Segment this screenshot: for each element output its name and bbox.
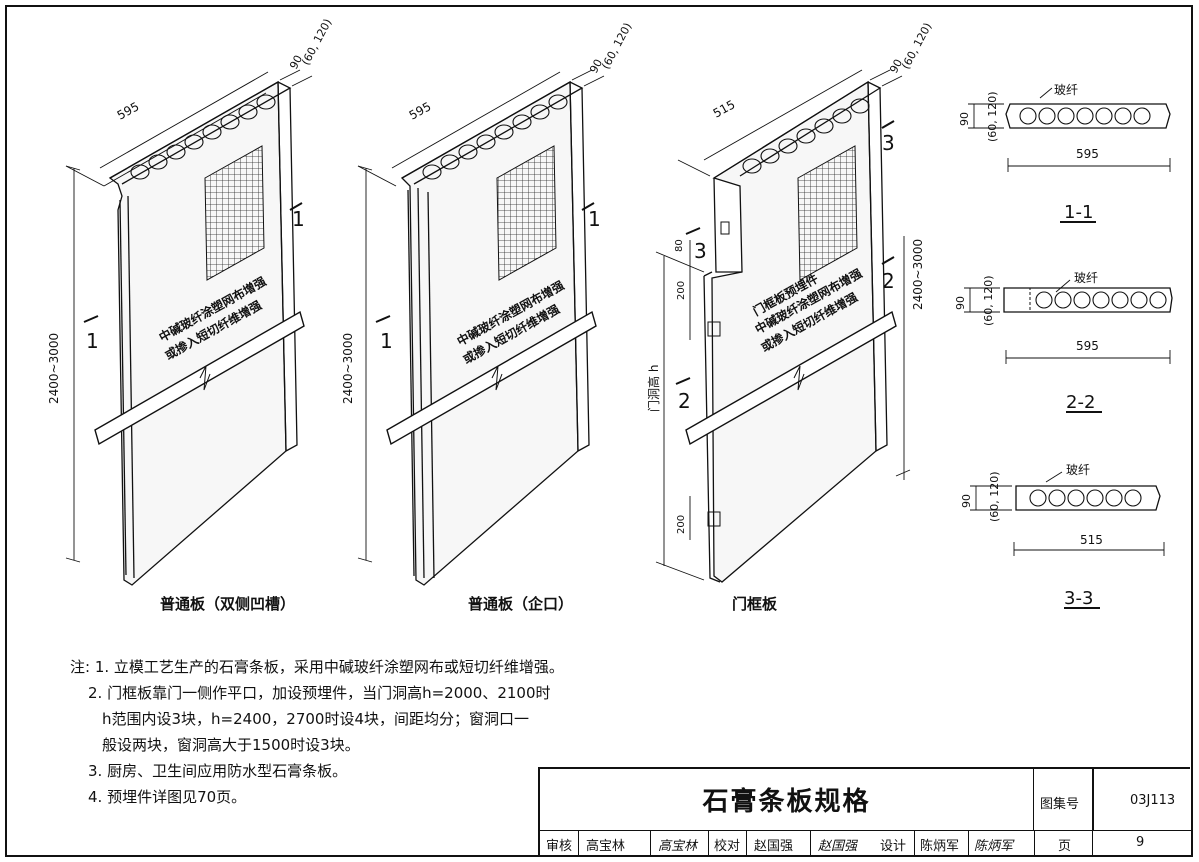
design-name: 陈炳军 [920,839,960,854]
section-2-width-dim: 595 [1076,339,1099,353]
review-name: 高宝林 [586,839,626,854]
panel-1-thickness-dim: 90 [287,53,305,71]
drawing-title: 石膏条板规格 [540,769,1034,831]
panel-3-thickness-alt-dim: (60, 120) [899,21,934,72]
section-3-label: 3-3 [1064,588,1093,609]
note-3: 3. 厨房、卫生间应用防水型石膏条板。 [88,762,348,780]
section-2-thickness-alt: (60, 120) [982,275,995,326]
check-label: 校对 [714,839,741,854]
panel-2-thickness-alt-dim: (60, 120) [599,21,634,72]
note-1: 注: 1. 立模工艺生产的石膏条板，采用中碱玻纤涂塑网布或短切纤维增强。 [70,658,564,676]
check-name: 赵国强 [754,839,794,854]
notes-block: 注: 1. 立模工艺生产的石膏条板，采用中碱玻纤涂塑网布或短切纤维增强。 2. … [70,654,564,810]
panel-1-width-dim: 595 [115,99,142,122]
section-1-drawing [968,87,1171,223]
panel-3-caption: 门框板 [732,595,778,613]
section-3-fiber-label: 玻纤 [1066,463,1090,477]
panel-3-height-dim: 2400~3000 [911,239,925,310]
design-signature: 陈炳军 [974,839,1014,854]
design-label: 设计 [880,839,907,854]
section-2-fiber-label: 玻纤 [1074,271,1098,285]
note-4: 4. 预埋件详图见70页。 [88,788,247,806]
panel-3-section-mark-left-top: 3 [694,239,707,263]
section-1-thickness-alt: (60, 120) [986,91,999,142]
panel-3-section-mark-mid: 2 [882,269,895,293]
panel-3-section-mark-left-mid: 2 [678,389,691,413]
panel-3-drawing [655,69,911,583]
note-2-line-3: 般设两块，窗洞高大于1500时设3块。 [102,736,360,754]
section-1-label: 1-1 [1064,202,1093,223]
page-label: 页 [1058,839,1072,854]
section-3-drawing [970,471,1165,609]
section-3-thickness-dim: 90 [960,494,973,508]
panel-3-door-height: 门洞高 h [646,365,661,412]
panel-3-thickness-dim: 90 [887,57,905,75]
panel-1-thickness-alt-dim: (60, 120) [299,17,334,68]
page-number: 9 [1136,835,1145,850]
atlas-number-cell: 图集号 03J113 [1034,769,1192,831]
panel-3-dim-200-top: 200 [676,281,687,300]
note-2-line-2: h范围内设3块，h=2400，2700时设4块，间距均分；窗洞口一 [102,710,530,728]
panel-3-dim-80: 80 [674,239,685,252]
atlas-label: 图集号 [1040,797,1080,812]
section-2-thickness-dim: 90 [954,296,967,310]
panel-2-drawing [357,69,605,586]
panel-2-section-mark: 1 [588,207,601,231]
sheet-border [5,5,1193,857]
panel-2-caption: 普通板（企口） [468,595,573,613]
panel-2-thickness-dim: 90 [587,57,605,75]
review-signature: 高宝林 [658,839,698,854]
section-2-label: 2-2 [1066,392,1095,413]
panel-1-caption: 普通板（双侧凹槽） [160,595,295,613]
panel-3-section-mark-top: 3 [882,131,895,155]
signature-row: 审核 高宝林 高宝林 校对 赵国强 赵国强 设计 陈炳军 陈炳军 页 9 [540,831,1192,855]
panel-1-height-dim: 2400~3000 [47,333,61,404]
check-signature: 赵国强 [818,839,858,854]
title-block: 石膏条板规格 图集号 03J113 审核 高宝林 高宝林 校对 赵国强 赵国强 … [538,767,1192,855]
section-3-thickness-alt: (60, 120) [988,471,1001,522]
panel-1-section-mark-left: 1 [86,329,99,353]
section-1-fiber-label: 玻纤 [1054,83,1078,97]
panel-2-width-dim: 595 [407,99,434,122]
panel-2-height-dim: 2400~3000 [341,333,355,404]
atlas-number: 03J113 [1130,793,1176,808]
section-3-width-dim: 515 [1080,533,1103,547]
panel-2-section-mark-left: 1 [380,329,393,353]
panel-3-width-dim: 515 [711,97,738,120]
section-1-width-dim: 595 [1076,147,1099,161]
panel-3-dim-200-bottom: 200 [676,515,687,534]
panel-1-section-mark: 1 [292,207,305,231]
panel-1-drawing [65,69,313,586]
note-2-line-1: 2. 门框板靠门一侧作平口，加设预埋件，当门洞高h=2000、2100时 [88,684,551,702]
review-label: 审核 [546,839,573,854]
section-1-thickness-dim: 90 [958,112,971,126]
section-2-drawing [964,279,1173,413]
